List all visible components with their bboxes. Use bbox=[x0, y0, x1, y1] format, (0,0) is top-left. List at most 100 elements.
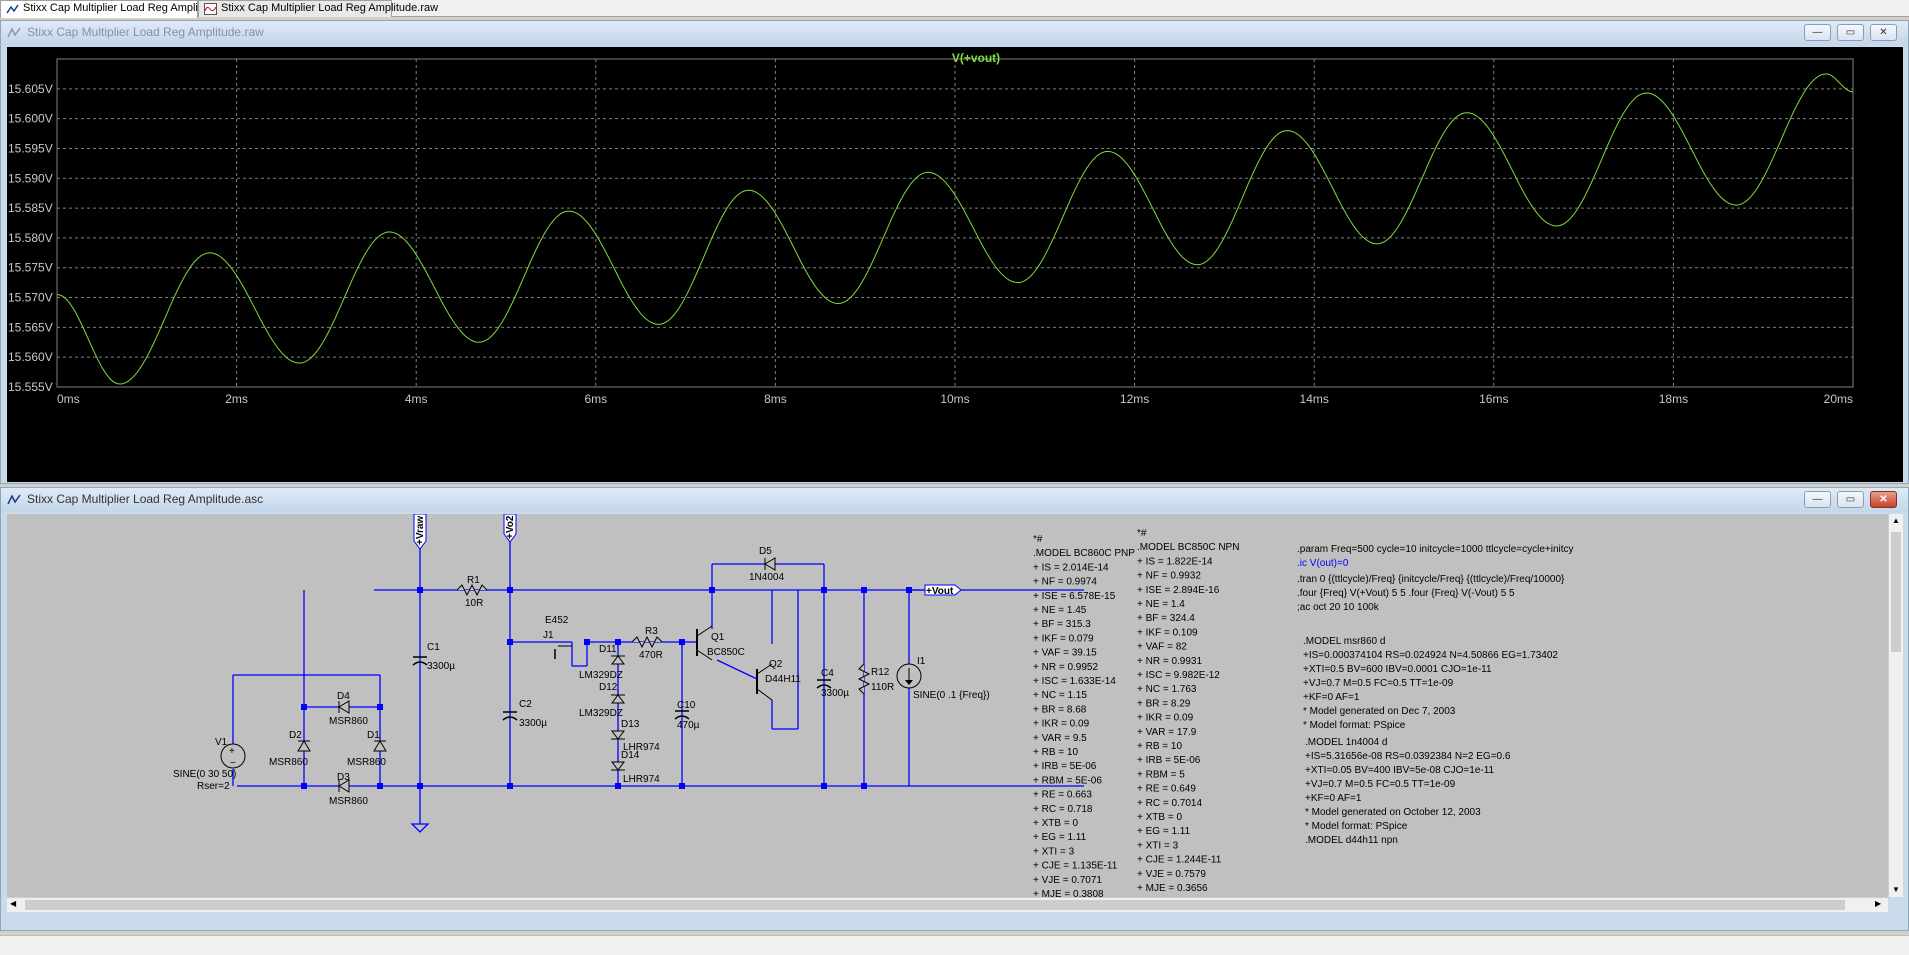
net-flag-vout[interactable]: +Vout bbox=[924, 584, 962, 597]
spice-line: + RC = 0.718 bbox=[1033, 804, 1093, 815]
spice-line: + IKR = 0.09 bbox=[1137, 713, 1194, 724]
diode-d1[interactable]: D1 MSR860 bbox=[347, 730, 387, 768]
x-tick-label: 20ms bbox=[1824, 392, 1853, 406]
capacitor-c4[interactable]: C4 3300µ bbox=[816, 668, 849, 699]
spice-line: + NE = 1.4 bbox=[1137, 599, 1185, 610]
spice-line: + RBM = 5 bbox=[1137, 769, 1185, 780]
net-flag-vo2[interactable]: +Vo2 bbox=[503, 514, 517, 543]
status-bar bbox=[0, 935, 1909, 955]
c10-name: C10 bbox=[677, 700, 696, 711]
spice-line: .MODEL d44h11 npn bbox=[1305, 835, 1398, 846]
current-source-i1[interactable]: I1 SINE(0 .1 {Freq}) bbox=[896, 656, 990, 701]
y-tick-label: 15.605V bbox=[8, 82, 53, 96]
spice-directives[interactable]: .param Freq=500 cycle=10 initcycle=1000 … bbox=[1297, 544, 1574, 613]
spice-line: + BF = 324.4 bbox=[1137, 613, 1195, 624]
zener-d11[interactable]: D11 LM329DZ bbox=[579, 644, 625, 681]
scroll-down-icon[interactable]: ▼ bbox=[1892, 885, 1900, 894]
spice-line: + XTI = 3 bbox=[1137, 840, 1179, 851]
r3-name: R3 bbox=[645, 626, 658, 637]
horizontal-scrollbar[interactable]: ◀ ▶ bbox=[7, 897, 1888, 912]
q1-name: Q1 bbox=[711, 632, 725, 643]
r1-name: R1 bbox=[467, 575, 480, 586]
scroll-left-icon[interactable]: ◀ bbox=[10, 899, 17, 908]
diode-d5[interactable]: D5 1N4004 bbox=[749, 546, 784, 583]
c2-name: C2 bbox=[519, 699, 532, 710]
y-tick-label: 15.580V bbox=[8, 231, 53, 245]
directive-four: .four {Freq} V(+Vout) 5 5 .four {Freq} V… bbox=[1297, 588, 1515, 599]
maximize-button[interactable]: ▭ bbox=[1837, 491, 1864, 508]
e452-name: E452 bbox=[545, 615, 569, 626]
transistor-q2[interactable]: Q2 D44H11 bbox=[756, 659, 801, 701]
x-tick-label: 6ms bbox=[584, 392, 607, 406]
voltage-source-v1[interactable]: + − V1 SINE(0 30 50) Rser=2 bbox=[173, 737, 246, 792]
spice-line: .MODEL BC850C NPN bbox=[1137, 542, 1239, 553]
spice-line: + IS = 2.014E-14 bbox=[1033, 562, 1109, 573]
capacitor-c1[interactable]: C1 3300µ bbox=[412, 642, 455, 672]
spice-line: + IRB = 5E-06 bbox=[1033, 761, 1097, 772]
resistor-r1[interactable]: R1 10R bbox=[456, 575, 488, 609]
net-flag-vraw[interactable]: +Vraw bbox=[413, 514, 427, 550]
diode-d4[interactable]: D4 MSR860 bbox=[329, 691, 368, 727]
zener-d12[interactable]: D12 LM329DZ bbox=[579, 682, 625, 719]
spice-line: * Model format: PSpice bbox=[1303, 720, 1406, 731]
spice-line: *# bbox=[1033, 534, 1043, 545]
waveform-window-titlebar[interactable]: Stixx Cap Multiplier Load Reg Amplitude.… bbox=[1, 21, 1908, 45]
spice-line: + ISC = 1.633E-14 bbox=[1033, 676, 1116, 687]
y-tick-label: 15.590V bbox=[8, 171, 53, 185]
q2-value: D44H11 bbox=[765, 674, 801, 685]
led-d13[interactable]: D13 LHR974 bbox=[611, 719, 660, 753]
schematic-window-titlebar[interactable]: Stixx Cap Multiplier Load Reg Amplitude.… bbox=[1, 488, 1908, 512]
jfet-j1[interactable]: E452 J1 bbox=[543, 615, 572, 659]
resistor-r3[interactable]: R3 470R bbox=[631, 626, 663, 661]
minimize-button[interactable]: — bbox=[1804, 491, 1831, 508]
scroll-up-icon[interactable]: ▲ bbox=[1892, 516, 1900, 525]
x-tick-label: 0ms bbox=[57, 392, 80, 406]
d5-value: 1N4004 bbox=[749, 572, 784, 583]
diode-d2[interactable]: D2 MSR860 bbox=[269, 730, 311, 768]
spice-model-bc860c[interactable]: *#.MODEL BC860C PNP+ IS = 2.014E-14+ NF … bbox=[1033, 534, 1135, 897]
scroll-right-icon[interactable]: ▶ bbox=[1875, 899, 1882, 908]
horizontal-scroll-thumb[interactable] bbox=[25, 900, 1845, 910]
spice-line: .MODEL msr860 d bbox=[1303, 636, 1385, 647]
maximize-button[interactable]: ▭ bbox=[1837, 24, 1864, 41]
tab-waveform[interactable]: Stixx Cap Multiplier Load Reg Amplitude.… bbox=[198, 0, 438, 17]
schematic-window: Stixx Cap Multiplier Load Reg Amplitude.… bbox=[0, 487, 1909, 931]
c2-value: 3300µ bbox=[519, 718, 547, 729]
c1-name: C1 bbox=[427, 642, 440, 653]
vertical-scrollbar[interactable]: ▲ ▼ bbox=[1888, 514, 1903, 897]
d13-name: D13 bbox=[621, 719, 640, 730]
waveform-plot[interactable]: 15.555V15.560V15.565V15.570V15.575V15.58… bbox=[7, 47, 1903, 482]
close-button[interactable]: ✕ bbox=[1870, 491, 1897, 508]
d14-name: D14 bbox=[621, 750, 640, 761]
led-d14[interactable]: D14 LHR974 bbox=[611, 750, 660, 785]
spice-model-msr860[interactable]: .MODEL msr860 d+IS=0.000374104 RS=0.0249… bbox=[1303, 636, 1558, 731]
transistor-q1[interactable]: Q1 BC850C bbox=[696, 625, 745, 661]
plot-grid bbox=[56, 58, 1854, 388]
spice-line: * Model format: PSpice bbox=[1305, 821, 1408, 832]
spice-model-bc850c[interactable]: *#.MODEL BC850C NPN+ IS = 1.822E-14+ NF … bbox=[1137, 528, 1239, 897]
d2-value: MSR860 bbox=[269, 757, 308, 768]
diode-d3[interactable]: D3 MSR860 bbox=[329, 772, 368, 807]
schematic-canvas[interactable]: +Vraw +Vo2 +Vout R1 10R C1 3300µ bbox=[7, 514, 1888, 897]
capacitor-c2[interactable]: C2 3300µ bbox=[502, 699, 547, 729]
spice-model-1n4004[interactable]: .MODEL 1n4004 d+IS=5.31656e-08 RS=0.0392… bbox=[1305, 737, 1511, 846]
trace-name-label[interactable]: V(+vout) bbox=[952, 51, 1000, 65]
resistor-r12[interactable]: R12 110R bbox=[857, 663, 894, 695]
d13-value: LHR974 bbox=[623, 742, 660, 753]
d1-value: MSR860 bbox=[347, 757, 386, 768]
capacitor-c10[interactable]: C10 470µ bbox=[674, 700, 700, 731]
close-button[interactable]: ✕ bbox=[1870, 24, 1897, 41]
spice-line: +IS=5.31656e-08 RS=0.0392384 N=2 EG=0.6 bbox=[1305, 751, 1511, 762]
spice-line: + NF = 0.9932 bbox=[1137, 571, 1201, 582]
tab-schematic[interactable]: Stixx Cap Multiplier Load Reg Amplitude.… bbox=[0, 0, 239, 18]
spice-line: + EG = 1.11 bbox=[1137, 826, 1191, 837]
spice-line: + ISE = 6.578E-15 bbox=[1033, 591, 1116, 602]
directive-ic: .ic V(out)=0 bbox=[1297, 558, 1349, 569]
minimize-button[interactable]: — bbox=[1804, 24, 1831, 41]
d2-name: D2 bbox=[289, 730, 302, 741]
vertical-scroll-thumb[interactable] bbox=[1891, 532, 1901, 652]
schematic-icon bbox=[6, 4, 19, 14]
y-tick-label: 15.565V bbox=[8, 320, 53, 334]
x-tick-label: 12ms bbox=[1120, 392, 1149, 406]
d12-value: LM329DZ bbox=[579, 708, 623, 719]
